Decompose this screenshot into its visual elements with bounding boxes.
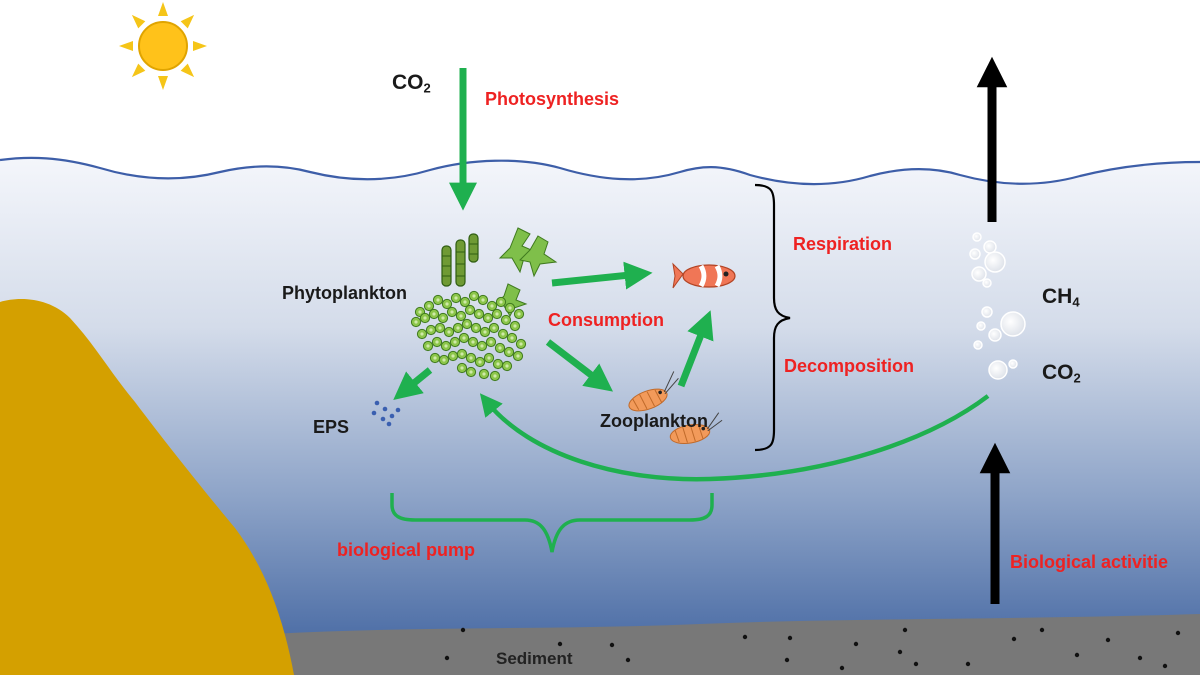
diatom-chain: [441, 233, 479, 287]
co2-output-label: CO2: [1042, 361, 1081, 386]
decomposition-label: Decomposition: [784, 356, 915, 376]
arrow-phyto-to-zooplankton: [545, 339, 614, 392]
co2-input-label: CO2: [392, 71, 431, 96]
coastal-land: [0, 299, 294, 675]
sun-icon: [119, 2, 207, 90]
fish-icon: [672, 262, 736, 289]
brace-respiration-decomposition: [754, 183, 791, 452]
bubbles-icon: [969, 232, 1026, 380]
water-body: [0, 157, 1200, 640]
arrow-phyto-to-fish: [551, 261, 653, 290]
ch4-label: CH4: [1042, 285, 1080, 310]
eps-particles: [371, 400, 401, 427]
photosynthesis-label: Photosynthesis: [485, 89, 620, 109]
respiration-label: Respiration: [793, 234, 893, 254]
phytoplankton-icon: [410, 227, 558, 382]
brace-biological-pump: [390, 493, 714, 553]
biological-activities-label: Biological activitie: [1010, 552, 1169, 572]
phytoplankton-label: Phytoplankton: [282, 283, 407, 303]
zooplankton-label: Zooplankton: [600, 411, 708, 431]
sediment-particles: [444, 627, 1181, 671]
sediment-layer: [270, 614, 1200, 675]
water-surface-line: [0, 156, 1200, 186]
arrow-phyto-to-eps: [393, 367, 433, 400]
consumption-label: Consumption: [548, 310, 664, 330]
zooplankton-icon: [628, 371, 723, 445]
biological-pump-label: biological pump: [337, 540, 475, 560]
arrow-recycling: [479, 393, 990, 482]
eps-label: EPS: [313, 417, 350, 437]
sediment-label: Sediment: [496, 649, 573, 668]
arrow-zooplankton-to-fish: [677, 310, 714, 388]
